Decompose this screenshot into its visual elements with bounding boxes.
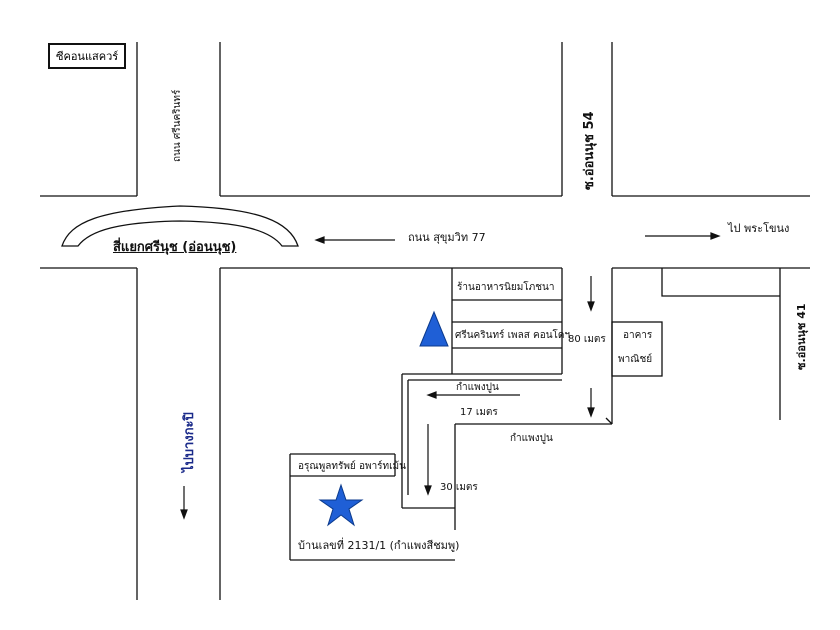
condo-place-label: ศรีนครินทร์ เพลส คอนโดฯ [455, 330, 571, 341]
soi-54-label: ซ.อ่อนนุช 54 [582, 111, 597, 190]
triangle-icon [419, 310, 449, 347]
restaurant-label: ร้านอาหารนิยมโภชนา [457, 282, 555, 293]
commercial-building-label-1: อาคาร [623, 330, 653, 341]
house-number-label: บ้านเลขที่ 2131/1 (กำแพงสีชมพู) [298, 539, 460, 552]
distance-80-label: 80 เมตร [568, 334, 606, 345]
intersection-label: สี่แยกศรีนุช (อ่อนนุช) [113, 240, 237, 255]
arun-apartment-label: อรุณพูลทรัพย์ อพาร์ทเม้น [298, 461, 406, 472]
distance-17-label: 17 เมตร [460, 407, 498, 418]
soi-41-label: ซ.อ่อนนุช 41 [795, 303, 808, 371]
arrows [180, 232, 721, 520]
road-lines [40, 42, 810, 600]
seacon-square-label: ซีคอนแสควร์ [48, 43, 127, 69]
star-icon [318, 483, 364, 527]
to-bangkapi-label: ไปบางกะปิ [182, 412, 197, 472]
sukhumvit-road-label: ถนน สุขุมวิท 77 [408, 231, 486, 244]
distance-30-label: 30 เมตร [440, 482, 478, 493]
srinakarin-road-label: ถนน ศรีนครินทร์ [172, 89, 183, 162]
overpass [61, 205, 299, 247]
commercial-building-label-2: พาณิชย์ [618, 354, 653, 365]
concrete-wall-label-1: กำแพงปูน [456, 382, 499, 393]
to-phra-khanong-label: ไป พระโขนง [728, 222, 790, 235]
concrete-wall-label-2: กำแพงปูน [510, 433, 553, 444]
